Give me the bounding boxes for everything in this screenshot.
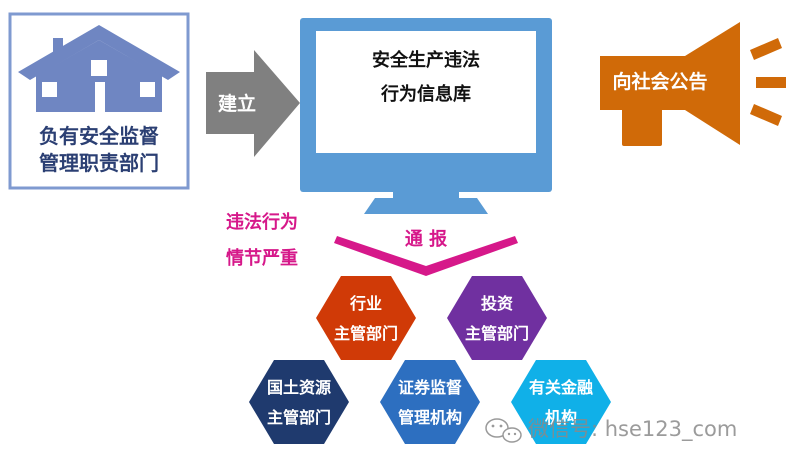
- agency-land-line1: 国土资源: [267, 378, 331, 397]
- agency-hex-investment: [447, 276, 547, 360]
- agency-financial-line2: 机构: [545, 408, 577, 427]
- agency-hex-securities: [380, 360, 480, 444]
- agency-investment-line1: 投资: [481, 294, 513, 313]
- agency-securities-line1: 证券监督: [398, 378, 462, 397]
- agency-hexagons: 行业 主管部门 投资 主管部门 国土资源 主管部门 证券监督 管理机构 有关金融…: [249, 276, 611, 444]
- house-icon: [18, 25, 180, 112]
- notify-chevron: [334, 236, 518, 276]
- agency-hex-industry: [316, 276, 416, 360]
- agency-investment-line2: 主管部门: [465, 324, 529, 343]
- condition-line1: 违法行为: [226, 211, 298, 233]
- database-title-line2: 行为信息库: [380, 83, 471, 105]
- database-title-line1: 安全生产违法: [372, 49, 480, 71]
- department-label-line2: 管理职责部门: [39, 151, 159, 175]
- agency-securities-line2: 管理机构: [398, 408, 462, 427]
- establish-label: 建立: [218, 92, 256, 115]
- wechat-icon: [485, 418, 522, 443]
- agency-hex-land-resources: [249, 360, 349, 444]
- agency-industry-line2: 主管部门: [334, 324, 398, 343]
- megaphone-icon: [600, 22, 786, 146]
- monitor-icon: [300, 18, 552, 214]
- department-label-line1: 负有安全监督: [39, 124, 159, 148]
- notify-label: 通 报: [405, 228, 447, 250]
- watermark-text: 微信号: hse123_com: [528, 417, 737, 442]
- establish-arrow: [206, 50, 300, 157]
- agency-financial-line1: 有关金融: [529, 378, 593, 397]
- announce-label: 向社会公告: [612, 70, 707, 93]
- agency-hex-financial: [511, 360, 611, 444]
- agency-industry-line1: 行业: [349, 294, 382, 313]
- agency-land-line2: 主管部门: [267, 408, 331, 427]
- condition-line2: 情节严重: [226, 247, 298, 269]
